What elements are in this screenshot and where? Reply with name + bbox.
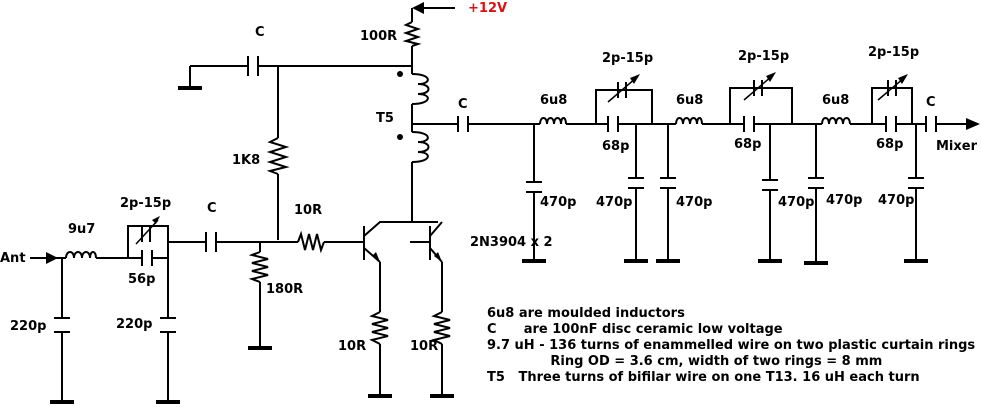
trimmer-2-arrow — [743, 72, 776, 101]
label-cap-out: C — [458, 97, 468, 112]
resistor-100r — [402, 21, 422, 47]
label-cap-mid: C — [207, 201, 217, 216]
label-trim-in: 2p-15p — [120, 196, 171, 211]
label-cap-top: C — [255, 25, 265, 40]
capacitor-out — [457, 116, 469, 132]
inductor-6u8-3 — [821, 117, 851, 125]
transformer-t5 — [397, 71, 430, 163]
capacitor-mid — [205, 232, 217, 252]
resistor-10r-emitter-1 — [369, 311, 389, 345]
label-180r: 180R — [266, 282, 303, 297]
label-cap-mixer: C — [926, 95, 936, 110]
trimmer-1-arrow — [607, 74, 640, 103]
label-220p-1: 220p — [10, 319, 46, 334]
label-1k8: 1K8 — [232, 153, 260, 168]
label-6u8-3: 6u8 — [822, 93, 849, 108]
capacitor-68p-3 — [885, 116, 897, 132]
shunt-caps — [526, 177, 924, 193]
trimmer-input — [135, 216, 160, 245]
label-supply: +12V — [468, 1, 507, 16]
ground-symbols — [50, 86, 928, 404]
resistor-10r-base — [297, 230, 325, 254]
inductor-9u7 — [65, 251, 97, 259]
label-ant: Ant — [0, 251, 26, 266]
label-470p-1: 470p — [540, 195, 576, 210]
notes-block: 6u8 are moulded inductors C are 100nF di… — [487, 306, 975, 385]
label-6u8-1: 6u8 — [540, 93, 567, 108]
resistor-180r — [248, 251, 269, 283]
label-56p: 56p — [128, 272, 155, 287]
inductor-6u8-2 — [675, 117, 703, 125]
capacitor-top — [247, 56, 259, 76]
label-10r-base: 10R — [294, 203, 322, 218]
label-68p-1: 68p — [602, 139, 629, 154]
capacitor-220p-2 — [160, 317, 176, 333]
note-line: C are 100nF disc ceramic low voltage — [487, 322, 783, 337]
note-line: Ring OD = 3.6 cm, width of two rings = 8… — [487, 354, 882, 369]
label-470p-5: 470p — [826, 193, 862, 208]
resistor-10r-emitter-2 — [431, 311, 451, 345]
trimmer-3-arrow — [877, 74, 908, 101]
capacitor-56p — [141, 250, 153, 266]
label-470p-4: 470p — [778, 195, 814, 210]
label-trim-1: 2p-15p — [602, 51, 653, 66]
label-220p-2: 220p — [116, 317, 152, 332]
label-68p-3: 68p — [876, 137, 903, 152]
label-trim-2: 2p-15p — [738, 49, 789, 64]
label-trim-3: 2p-15p — [868, 45, 919, 60]
capacitor-68p-2 — [743, 116, 755, 132]
label-6u8-2: 6u8 — [676, 93, 703, 108]
label-9u7: 9u7 — [68, 222, 95, 237]
label-10r-e2: 10R — [410, 339, 438, 354]
capacitor-68p-1 — [607, 116, 619, 132]
label-transistor: 2N3904 x 2 — [470, 235, 553, 250]
label-mixer: Mixer — [936, 139, 978, 154]
wires — [30, 2, 980, 400]
note-line: 9.7 uH - 136 turns of enammelled wire on… — [487, 338, 975, 353]
label-470p-6: 470p — [878, 193, 914, 208]
note-line: 6u8 are moulded inductors — [487, 306, 685, 321]
capacitor-mixer — [925, 116, 937, 132]
inductor-6u8-1 — [539, 117, 567, 125]
label-100r: 100R — [360, 29, 397, 44]
note-line: T5 Three turns of bifilar wire on one T1… — [487, 370, 920, 385]
label-t5: T5 — [376, 111, 394, 126]
resistor-1k8 — [266, 137, 290, 175]
label-10r-e1: 10R — [338, 339, 366, 354]
capacitor-220p-1 — [54, 317, 70, 333]
label-68p-2: 68p — [734, 137, 761, 152]
label-470p-3: 470p — [676, 195, 712, 210]
label-470p-2: 470p — [596, 195, 632, 210]
